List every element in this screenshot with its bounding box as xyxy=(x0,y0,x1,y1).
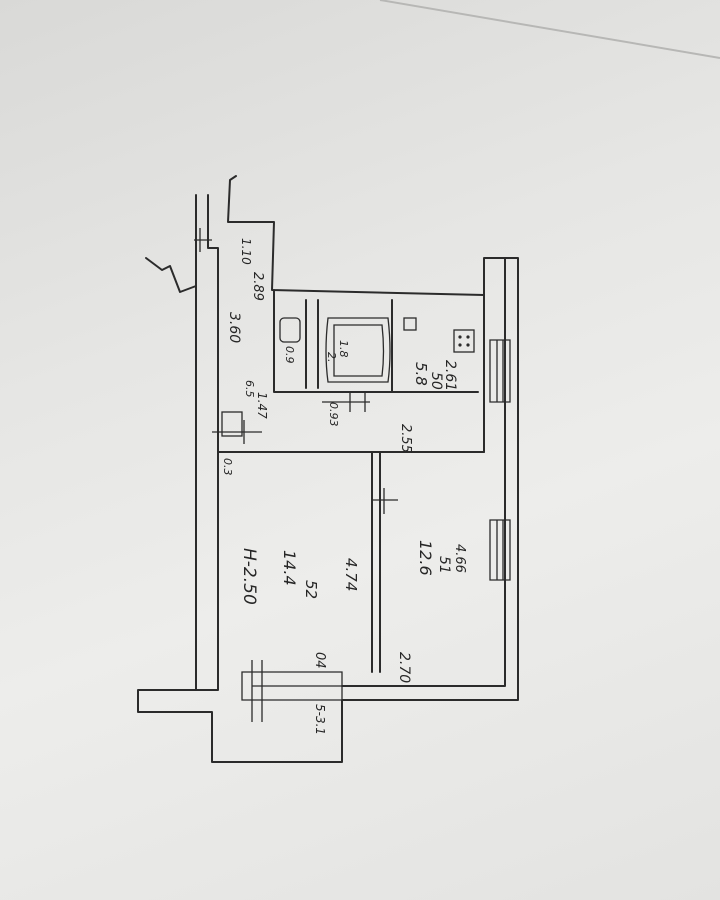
paper-edge xyxy=(379,0,720,59)
door-mark-3 xyxy=(212,420,262,444)
hall-dimension-label: 1.47 xyxy=(255,392,269,419)
door-width-label: 0.93 xyxy=(327,402,340,427)
room1-width-label: 2.70 xyxy=(396,652,412,683)
window-kitchen xyxy=(489,339,511,403)
floor-plan xyxy=(137,175,519,763)
bathtub-icon xyxy=(325,317,391,383)
outer-wall-right-inner xyxy=(341,257,506,687)
kitchen-width-label: 2.55 xyxy=(398,424,413,453)
outer-wall xyxy=(137,175,519,763)
kitchen-number-label: 50 xyxy=(428,372,444,390)
hall-dimension-label-2: 6.5 xyxy=(243,380,256,398)
room2-width-label: 4.74 xyxy=(342,558,360,591)
wall-wet-block xyxy=(273,289,479,393)
sink-icon xyxy=(403,317,417,331)
door-mark xyxy=(322,392,370,412)
cabinet-icon xyxy=(221,411,243,437)
toilet-icon xyxy=(279,317,301,343)
door-mark-entry xyxy=(194,228,212,252)
room2-area-label: 14.4 xyxy=(280,550,299,586)
balcony-dimension-label: 5-3.1 xyxy=(313,704,327,735)
corridor-width-label: 1.10 xyxy=(239,238,253,265)
stove-icon xyxy=(453,329,475,353)
door-mark-2 xyxy=(372,488,398,514)
kitchen-length-label: 2.61 xyxy=(442,360,458,391)
wall-room-divider xyxy=(371,451,381,673)
room2-number-label: 52 xyxy=(302,580,320,599)
kitchen-area-label: 5.8 xyxy=(412,362,430,386)
outer-wall-inner xyxy=(195,194,219,691)
balcony-rail xyxy=(241,660,343,722)
bath-width-label: 2. xyxy=(325,352,338,363)
wall-wc-bath xyxy=(305,299,319,389)
room1-area-label: 12.6 xyxy=(416,540,435,576)
entrance-break xyxy=(145,257,197,293)
room2-misc-label: 04 xyxy=(312,652,327,669)
window-room1 xyxy=(489,519,511,581)
room1-number-label: 51 xyxy=(436,556,452,574)
room2-height-label: H-2.50 xyxy=(239,548,259,605)
corridor-length-label: 2.89 xyxy=(250,272,265,301)
bath-length-label: 1.8 xyxy=(337,340,350,358)
room1-length-label: 4.66 xyxy=(452,544,467,573)
dimension-labels: 1.10 2.89 3.60 0.9 1.8 2. 1.47 6.5 0.93 … xyxy=(221,238,467,735)
wc-width-label: 0.9 xyxy=(283,346,296,364)
small-mark-label: 0.3 xyxy=(221,458,234,476)
corridor-length-label-2: 3.60 xyxy=(226,312,242,343)
